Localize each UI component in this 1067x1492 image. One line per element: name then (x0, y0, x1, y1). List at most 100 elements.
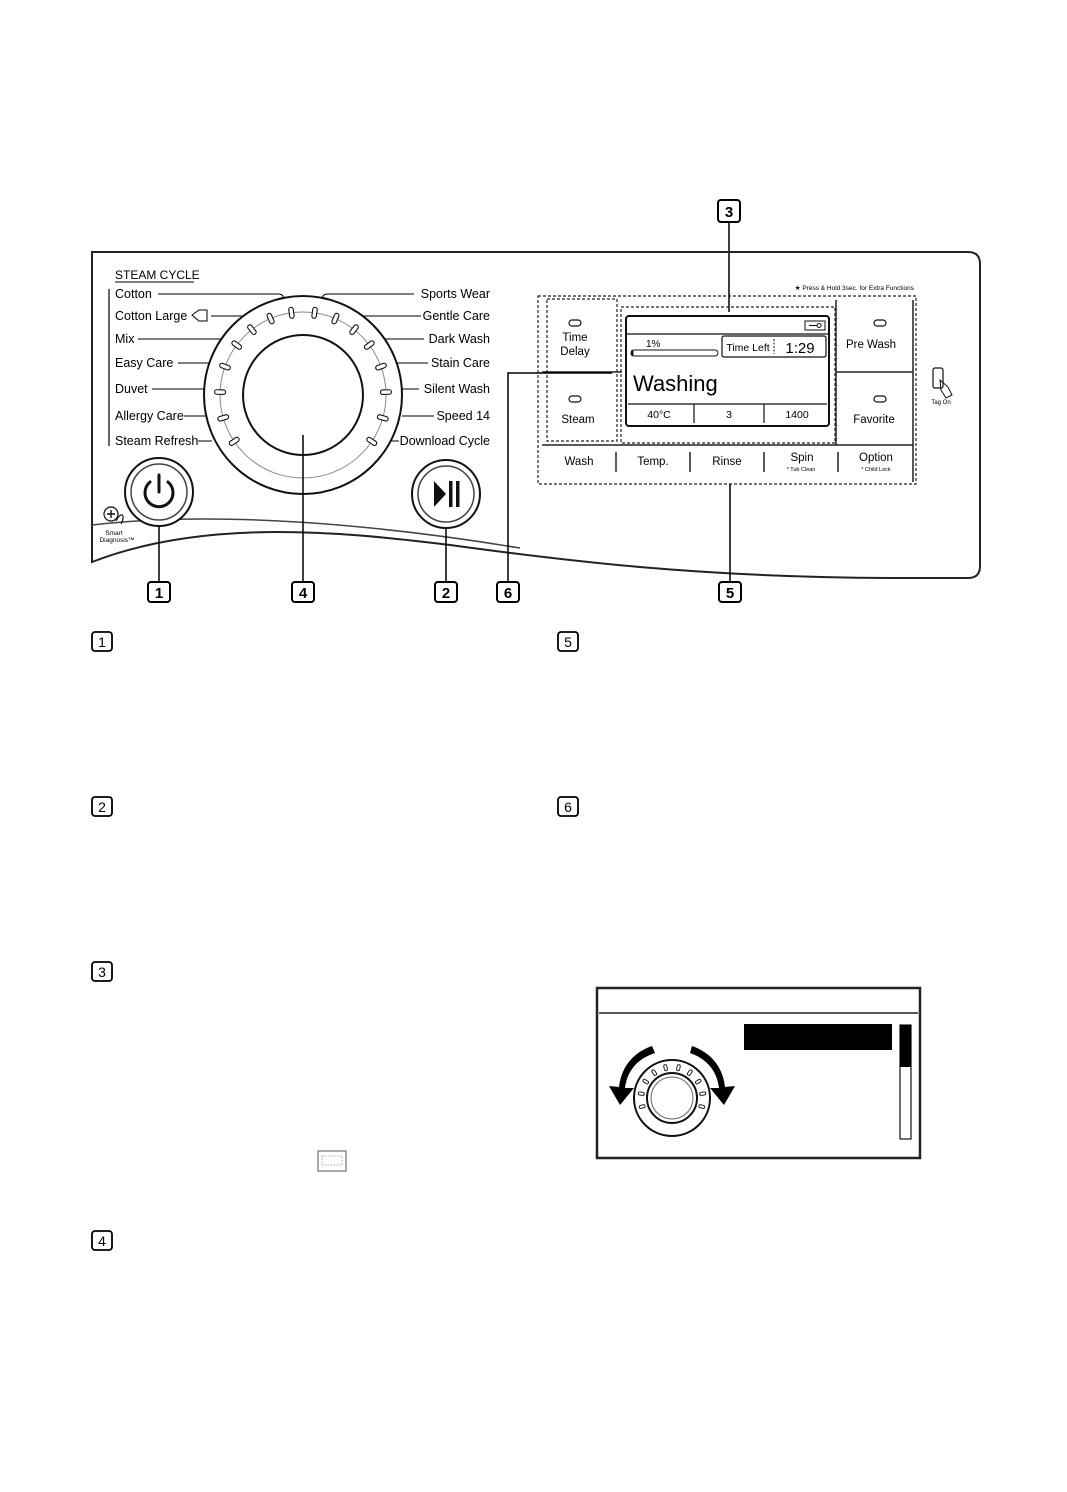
dial-mark (366, 436, 378, 447)
svg-text:2: 2 (442, 585, 450, 602)
dial-mark (379, 389, 392, 396)
cycle-label-dark-wash: Dark Wash (429, 332, 490, 346)
callout-2: 2 (434, 581, 458, 603)
time-delay-button[interactable]: Time Delay (560, 319, 590, 358)
pre-wash-label: Pre Wash (846, 339, 896, 351)
dial-mark (266, 312, 275, 325)
dial-mark (228, 436, 240, 447)
wash-label: Wash (565, 456, 594, 468)
section-heading-2: 2 (91, 796, 113, 817)
svg-text:6: 6 (504, 585, 512, 602)
dial-mark (231, 340, 243, 350)
time-left-label: Time Left (726, 342, 769, 354)
svg-text:4: 4 (299, 585, 308, 602)
indicator-led (873, 395, 887, 403)
rotate-right-arrow-icon (690, 1046, 735, 1105)
dial-mark (288, 306, 295, 319)
door-lock-icon (804, 320, 826, 331)
dial-mark (699, 1091, 707, 1096)
cycle-label-steam-refresh: Steam Refresh (115, 434, 198, 448)
cycle-label-stain-care: Stain Care (431, 356, 490, 370)
lcd-display: 1% Time Left 1:29 Washing 40°C 3 1400 (625, 315, 830, 427)
steam-button[interactable]: Steam (561, 395, 595, 426)
rotate-left-arrow-icon (609, 1046, 655, 1105)
dial-position-marks (214, 306, 392, 447)
svg-text:6: 6 (564, 799, 572, 815)
svg-text:4: 4 (98, 1233, 106, 1249)
dial-mark (219, 362, 231, 371)
spin-label: Spin (790, 452, 813, 464)
option-label: Option (859, 452, 893, 464)
dial-mark (376, 414, 389, 422)
smart-diagnosis-label-2: Diagnosis™ (99, 537, 134, 544)
smart-diagnosis-icon: Smart Diagnosis™ (99, 506, 135, 544)
callout-1: 1 (147, 581, 171, 603)
indicator-led (568, 319, 582, 327)
svg-text:2: 2 (98, 799, 106, 815)
cycle-label-silent-wash: Silent Wash (424, 382, 490, 396)
favorite-button[interactable]: Favorite (853, 395, 895, 426)
left-button-group-outline (546, 298, 618, 442)
panel-outline (91, 251, 981, 579)
temp-button[interactable]: Temp. (637, 456, 668, 468)
temp-value: 40°C (647, 409, 671, 421)
rinse-label: Rinse (712, 456, 741, 468)
cycle-label-sports-wear: Sports Wear (421, 287, 490, 301)
dial-mark (651, 1069, 658, 1076)
hand-icon (939, 378, 953, 399)
dial-mark (214, 389, 227, 396)
steam-cycle-label: STEAM CYCLE (115, 268, 200, 282)
svg-text:5: 5 (564, 634, 572, 650)
callout-3-top: 3 (717, 199, 741, 312)
time-left-value: 1:29 (785, 340, 814, 357)
dial-mark (695, 1078, 702, 1085)
pre-wash-button[interactable]: Pre Wash (846, 319, 896, 351)
cycle-label-speed-14: Speed 14 (436, 409, 490, 423)
dial-mark (247, 324, 257, 335)
child-lock-label: * Child Lock (861, 467, 891, 473)
door-lock-glyph (317, 1150, 347, 1172)
button-group-outline (537, 295, 917, 485)
extra-functions-note: ★ Press & Hold 3sec. for Extra Functions (795, 284, 915, 292)
cycle-label-mix: Mix (115, 332, 135, 346)
large-load-icon (191, 309, 208, 322)
svg-text:1: 1 (155, 585, 163, 602)
cycle-label-duvet: Duvet (115, 382, 148, 396)
tag-on-area[interactable]: Tag On (931, 367, 953, 406)
callout-6: 6 (496, 581, 520, 603)
dial-mark (311, 306, 318, 319)
svg-text:1: 1 (98, 634, 106, 650)
svg-text:3: 3 (98, 964, 106, 980)
cycle-label-download-cycle: Download Cycle (400, 434, 490, 448)
cycle-label-cotton: Cotton (115, 287, 152, 301)
rinse-button[interactable]: Rinse (712, 456, 741, 468)
section-heading-3: 3 (91, 961, 113, 982)
cycle-label-cotton-large: Cotton Large (115, 309, 187, 323)
time-delay-label-1: Time (562, 332, 587, 344)
dial-mark (637, 1091, 645, 1096)
panel-grid (542, 300, 914, 482)
option-button[interactable]: Option * Child Lock (859, 452, 893, 473)
spin-value: 1400 (785, 409, 809, 421)
progress-bar-fill (631, 350, 634, 356)
steam-label: Steam (561, 414, 594, 426)
progress-bar (630, 349, 719, 357)
program-dial[interactable] (203, 295, 403, 495)
cycle-list-right: Sports Wear Gentle Care Dark Wash Stain … (321, 287, 490, 448)
progress-percent: 1% (646, 339, 661, 350)
dial-mark (217, 414, 230, 422)
power-button[interactable] (124, 457, 194, 527)
section-heading-6: 6 (557, 796, 579, 817)
section-heading-5: 5 (557, 631, 579, 652)
start-pause-button[interactable] (411, 459, 481, 529)
spin-button[interactable]: Spin * Tub Clean (787, 452, 816, 473)
dial-mark (686, 1069, 693, 1076)
indicator-led (873, 319, 887, 327)
wash-button[interactable]: Wash (565, 456, 594, 468)
dial-mark (349, 324, 359, 335)
dial-mark (698, 1104, 706, 1109)
dial-mark (676, 1064, 681, 1072)
cycle-list-left: Cotton Cotton Large Mix Easy Care Duvet … (115, 287, 285, 448)
cycle-label-easy-care: Easy Care (115, 356, 173, 370)
